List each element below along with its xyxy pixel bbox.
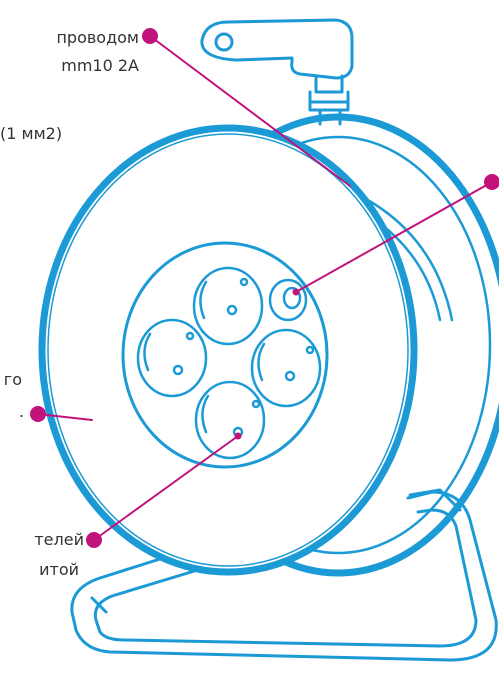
sockets-label-line1: телей: [34, 530, 84, 550]
plug-wire-label-line2: mm10 2A: [61, 56, 139, 76]
plug-icon: [202, 20, 352, 124]
reel-front-flange: [42, 128, 414, 572]
plug-wire-label-line1: проводом: [56, 28, 139, 48]
sockets-label-line2: итой: [39, 560, 79, 580]
cross-section-label: (1 мм2): [0, 124, 62, 144]
reel-body-label-line1: го: [4, 370, 22, 390]
reel-body-label-line2: .: [19, 402, 24, 422]
